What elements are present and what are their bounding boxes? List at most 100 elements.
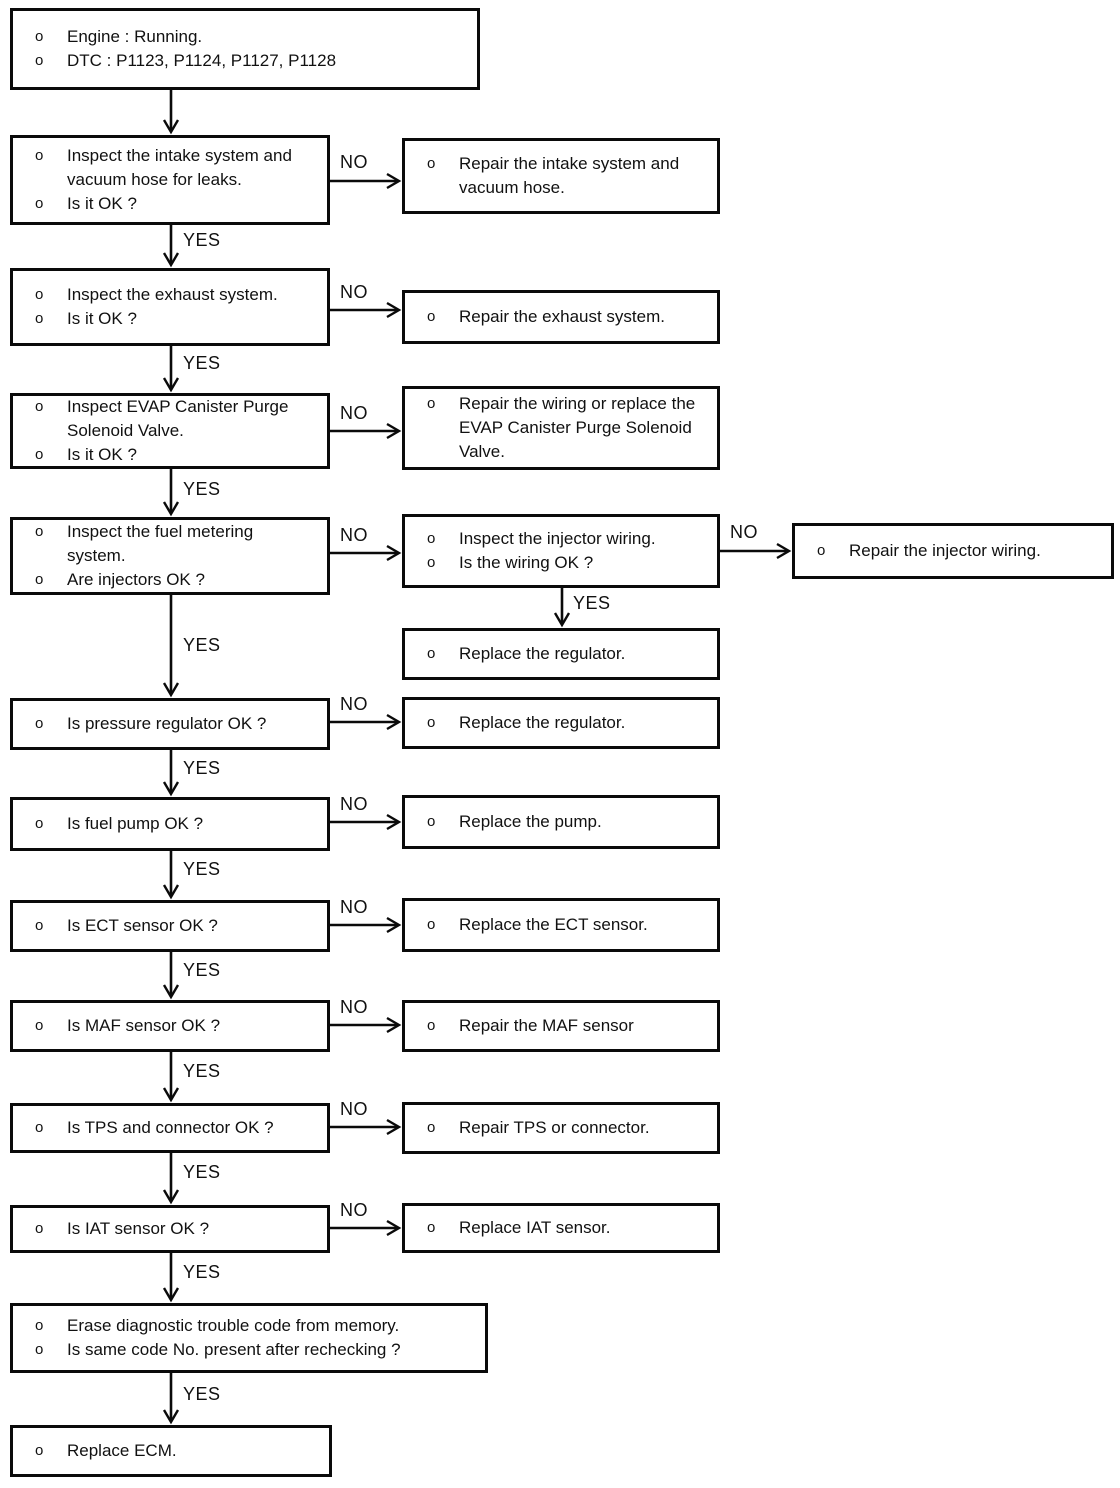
node-text: Are injectors OK ? (67, 570, 205, 589)
bullet-marker: o (35, 28, 44, 45)
node-text: Is it OK ? (67, 309, 137, 328)
no-label: NO (340, 282, 368, 302)
node-text: Replace the pump. (459, 812, 602, 831)
node-text: Is fuel pump OK ? (67, 814, 204, 833)
bullet-marker: o (35, 286, 44, 303)
repair-injector-wiring-node: o Repair the injector wiring. (792, 523, 1114, 579)
node-line: o Is the wiring OK ? (427, 551, 705, 575)
no-label: NO (340, 1099, 368, 1119)
yes-label: YES (183, 635, 221, 655)
bullet-marker: o (427, 554, 436, 571)
bullet-marker: o (35, 195, 44, 212)
yes-label: YES (183, 1262, 221, 1282)
no-label: NO (340, 525, 368, 545)
replace-pump-node: o Replace the pump. (402, 795, 720, 849)
node-text: Is IAT sensor OK ? (67, 1219, 210, 1238)
node-line: o Inspect the injector wiring. (427, 527, 705, 551)
bullet-marker: o (427, 916, 436, 933)
yes-label: YES (573, 593, 611, 613)
node-text: Is same code No. present after recheckin… (67, 1340, 401, 1359)
node-text: Replace the regulator. (459, 713, 626, 732)
no-label: NO (340, 1200, 368, 1220)
bullet-marker: o (427, 1017, 436, 1034)
bullet-marker: o (427, 308, 436, 325)
node-line: o Inspect the intake system and vacuum ho… (35, 144, 315, 192)
bullet-marker: o (35, 1317, 44, 1334)
bullet-marker: o (817, 542, 826, 559)
node-text: Inspect the intake system and vacuum hos… (67, 146, 292, 189)
node-text: Is it OK ? (67, 194, 137, 213)
node-text: Inspect the injector wiring. (459, 529, 656, 548)
bullet-marker: o (427, 1119, 436, 1136)
node-line: o Are injectors OK ? (35, 568, 315, 592)
node-text: Replace IAT sensor. (459, 1218, 611, 1237)
bullet-marker: o (35, 398, 44, 415)
node-text: Repair the wiring or replace the EVAP Ca… (459, 394, 696, 461)
bullet-marker: o (427, 395, 436, 412)
no-label: NO (340, 794, 368, 814)
node-text: DTC : P1123, P1124, P1127, P1128 (67, 51, 337, 70)
node-line: o Is TPS and connector OK ? (35, 1116, 315, 1140)
node-text: Is the wiring OK ? (459, 553, 594, 572)
no-label: NO (730, 522, 758, 542)
node-line: o Is it OK ? (35, 192, 315, 216)
bullet-marker: o (35, 52, 44, 69)
node-line: o Replace the pump. (427, 810, 705, 834)
yes-label: YES (183, 353, 221, 373)
node-text: Inspect the fuel metering system. (67, 522, 254, 565)
node-text: Repair the injector wiring. (849, 541, 1041, 560)
bullet-marker: o (427, 530, 436, 547)
bullet-marker: o (35, 1119, 44, 1136)
yes-label: YES (183, 758, 221, 778)
inspect-intake-node: o Inspect the intake system and vacuum ho… (10, 135, 330, 225)
bullet-marker: o (427, 813, 436, 830)
bullet-marker: o (35, 310, 44, 327)
bullet-marker: o (35, 815, 44, 832)
bullet-marker: o (35, 147, 44, 164)
node-text: Replace the ECT sensor. (459, 915, 648, 934)
node-text: Is ECT sensor OK ? (67, 916, 218, 935)
replace-ect-node: o Replace the ECT sensor. (402, 898, 720, 952)
no-label: NO (340, 694, 368, 714)
repair-evap-node: o Repair the wiring or replace the EVAP C… (402, 386, 720, 470)
node-line: o Repair the injector wiring. (817, 539, 1099, 563)
node-text: Is TPS and connector OK ? (67, 1118, 274, 1137)
no-label: NO (340, 897, 368, 917)
bullet-marker: o (35, 523, 44, 540)
node-line: o Is IAT sensor OK ? (35, 1217, 315, 1241)
node-line: o Is fuel pump OK ? (35, 812, 315, 836)
node-line: o Inspect the fuel metering system. (35, 520, 315, 568)
bullet-marker: o (35, 571, 44, 588)
yes-label: YES (183, 859, 221, 879)
tps-node: o Is TPS and connector OK ? (10, 1103, 330, 1153)
node-text: Is it OK ? (67, 445, 137, 464)
bullet-marker: o (427, 645, 436, 662)
bullet-marker: o (35, 1220, 44, 1237)
fuel-pump-node: o Is fuel pump OK ? (10, 797, 330, 851)
bullet-marker: o (427, 155, 436, 172)
